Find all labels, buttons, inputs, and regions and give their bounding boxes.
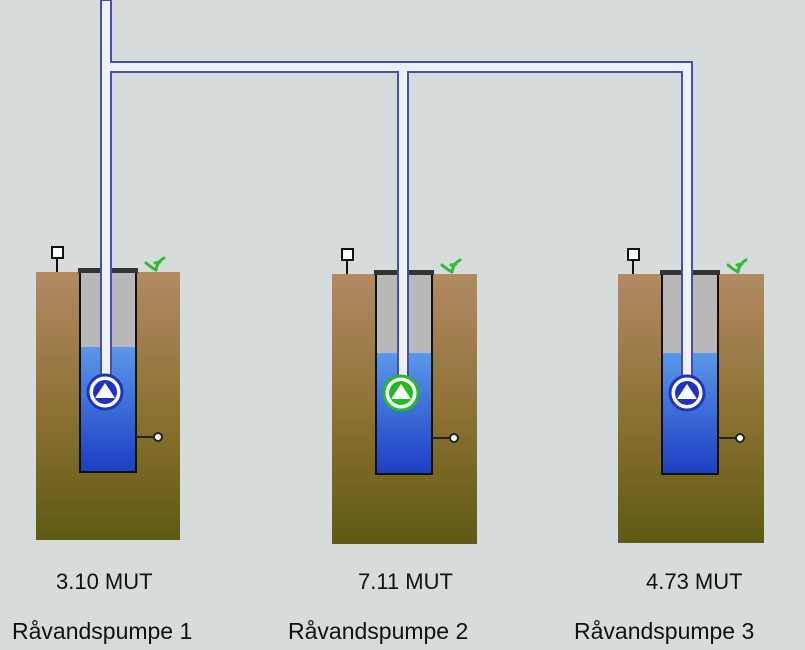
discharge-pipe-network — [100, 0, 693, 381]
marker-post-3-icon — [627, 248, 640, 274]
pump-name-2[interactable]: Råvandspumpe 2 — [288, 618, 469, 644]
level-sensor-3-icon[interactable] — [718, 433, 745, 443]
marker-post-1-icon — [51, 246, 64, 272]
grass-1-icon — [144, 256, 166, 272]
pump-1-icon[interactable] — [86, 373, 124, 411]
level-sensor-2-icon[interactable] — [432, 433, 459, 443]
grass-3-icon — [726, 258, 748, 274]
marker-post-2-icon — [341, 248, 354, 274]
pump-3-icon[interactable] — [668, 374, 706, 412]
level-sensor-1-icon[interactable] — [136, 432, 163, 442]
pump-2-icon[interactable] — [382, 374, 420, 412]
well-casing-3 — [660, 270, 720, 475]
level-readout-3: 4.73 MUT — [646, 569, 743, 594]
level-readout-1: 3.10 MUT — [56, 569, 153, 594]
pump-name-3[interactable]: Råvandspumpe 3 — [574, 618, 755, 644]
grass-2-icon — [440, 258, 462, 274]
level-readout-2: 7.11 MUT — [358, 569, 453, 594]
pump-name-1[interactable]: Råvandspumpe 1 — [12, 618, 193, 644]
